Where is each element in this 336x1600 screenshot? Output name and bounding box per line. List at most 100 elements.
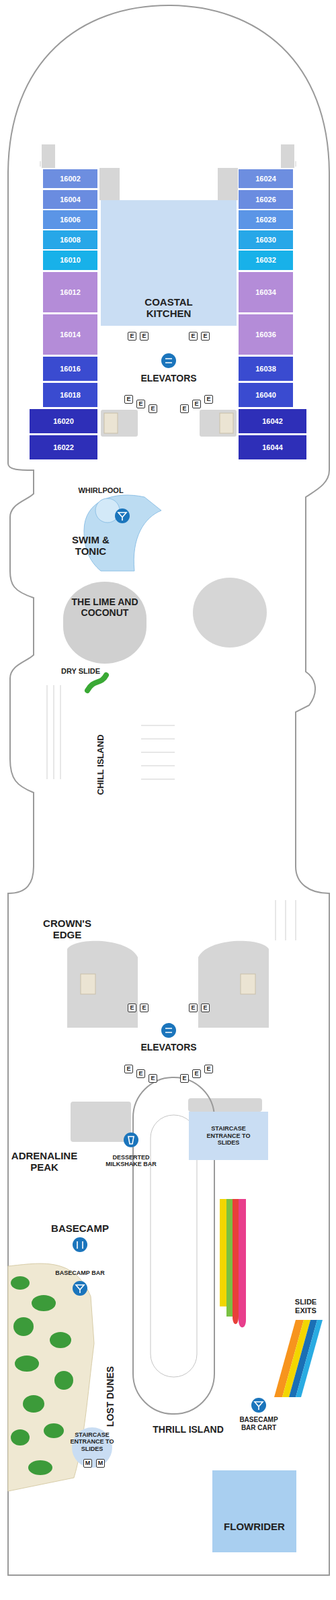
elevator-tag: E [127,331,137,341]
area-name: 16028 [255,215,277,225]
area-name: FLOWRIDER [223,1521,285,1533]
cabin-box: 16026 [238,190,293,209]
place-label: ADRENALINE PEAK [6,1150,82,1174]
mini-golf [10,1276,74,1476]
area-name: 16030 [255,235,277,245]
cabin-box: 16004 [43,190,98,209]
mini-golf [22,1395,45,1414]
place-label: THRILL ISLAND [146,1424,230,1436]
service-areas [41,144,56,168]
service-areas [70,1102,132,1143]
cabin-box: 16030 [238,230,293,250]
area-name: 16022 [53,443,74,453]
elevator-tag: E [136,399,146,409]
mini-golf [10,1430,30,1447]
icons [254,1402,263,1411]
cabin-box: 16006 [43,210,98,230]
restaurant-area: COASTAL KITCHEN [100,200,237,326]
area-name: 16042 [262,417,283,427]
icons [161,353,177,369]
cabin-box: 16040 [238,383,293,408]
elevator-tag: E [148,404,158,414]
cabin-box: 16036 [238,314,293,355]
icons [72,276,267,1513]
area-name: 16016 [59,364,81,374]
elevator-tag: E [200,1003,210,1013]
dry-slide [87,675,107,691]
mini-golf [54,1371,74,1391]
place-label: SWIM & TONIC [67,534,115,558]
icons [118,512,127,521]
icons [72,1237,88,1253]
icons [72,276,267,1513]
place-label: BASECAMP BAR [49,1270,111,1277]
cabin-box: 16028 [238,210,293,230]
icons [123,1132,139,1148]
icons [77,1241,83,1250]
area-name: 16032 [255,256,277,265]
flowrider-area: FLOWRIDER [212,1471,297,1553]
area-name: 16040 [255,391,277,400]
restroom-tag: M [96,1459,105,1469]
restroom-tag: M [83,1459,93,1469]
service-areas [67,941,138,1029]
area-name: 16038 [255,364,277,374]
lounge-chairs [47,685,296,941]
staircase-area: STAIRCASE ENTRANCE TO SLIDES [188,1112,269,1161]
pool [84,495,162,572]
cabin-box: 16032 [238,250,293,271]
place-label: DRY SLIDE [53,667,108,677]
elevator-tag: E [192,1069,201,1079]
icons [75,1285,84,1294]
place-label: DESSERTED MILKSHAKE BAR [103,1154,159,1169]
cabin-box: 16044 [238,435,307,460]
area-name: STAIRCASE ENTRANCE TO SLIDES [198,1125,259,1147]
icons [165,1028,173,1033]
area-name: 16010 [59,256,81,265]
elevator-tag: E [192,399,201,409]
elevator-tag: E [139,331,149,341]
area-name: 16008 [59,235,81,245]
place-label: SLIDE EXITS [288,1298,324,1316]
service-areas [192,577,267,648]
service-areas [199,409,237,437]
ship-hull [8,5,330,1576]
area-name: 16004 [59,195,81,205]
cabin-box: 16008 [43,230,98,250]
place-label: CROWN'S EDGE [35,917,100,942]
place-label: ELEVATORS [135,372,203,384]
cabin-box: 16010 [43,250,98,271]
cabin-box: 16024 [238,169,293,189]
service-areas [188,1098,263,1113]
elevator-tag: E [127,1003,137,1013]
area-name: 16002 [59,174,81,184]
icons [161,1023,177,1039]
service-areas [100,409,138,437]
restrooms [80,974,96,995]
place-label: BASECAMP [46,1223,114,1235]
icons [75,280,263,1508]
restrooms [104,413,118,434]
service-areas [198,941,269,1029]
restrooms [219,413,234,434]
water-slides [232,1199,239,1325]
mini-golf [13,1317,34,1337]
elevator-tag: E [124,1065,134,1074]
service-areas [41,144,295,1143]
restrooms [80,413,256,995]
place-label: ELEVATORS [135,1042,203,1054]
pool [84,495,162,572]
area-name: 16036 [255,330,277,340]
elevator-tag: E [124,395,134,404]
elevator-tag: E [148,1074,158,1084]
cabin-box: 16012 [43,272,98,313]
cabin-box: 16020 [29,409,98,434]
water-slides [295,1320,323,1398]
elevator-tag: E [180,404,189,414]
area-name: 16006 [59,215,81,225]
place-label: BASECAMP BAR CART [236,1416,281,1433]
cabin-box: 16002 [43,169,98,189]
icons [128,1137,134,1145]
place-label: CHILL ISLAND [96,717,107,812]
